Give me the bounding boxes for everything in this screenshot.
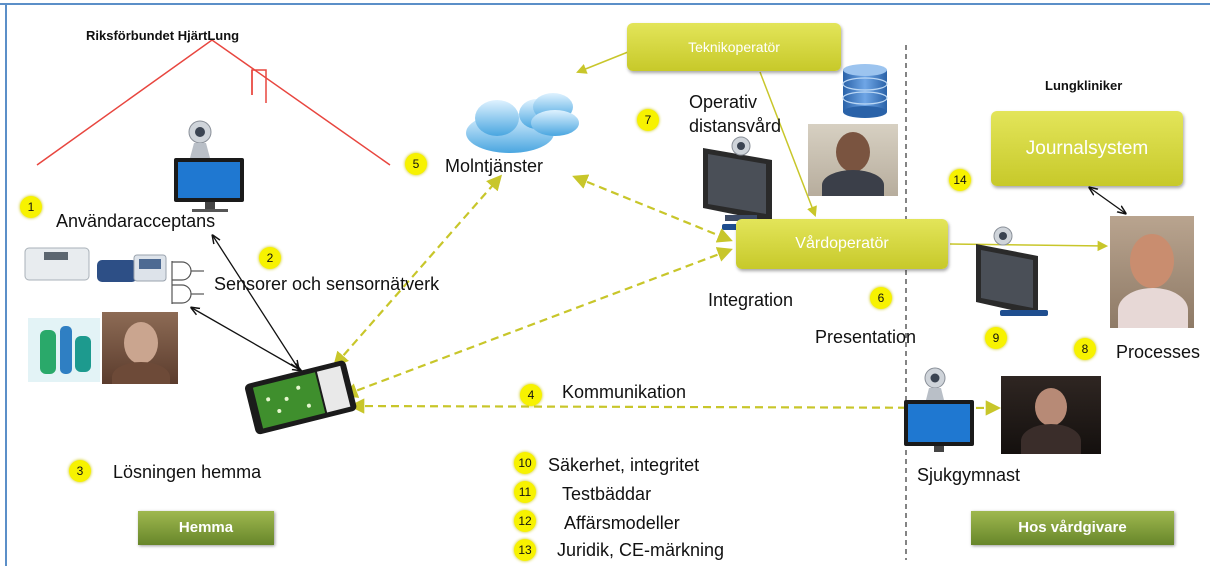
arrow-tekniko-vardo [759, 71, 817, 217]
arrow-tablet-patient [192, 308, 300, 370]
sjukgymnast-monitor-icon [904, 367, 974, 452]
patient-photo [102, 312, 178, 384]
badge-4: 4 [520, 384, 542, 406]
operativ-label: Operativ [689, 92, 758, 112]
clinic-computer-icon [976, 226, 1048, 316]
dashed-arrows [332, 174, 1002, 416]
monitor-icon [174, 158, 244, 212]
doctor-photo [1110, 216, 1194, 328]
badge-11: 11 [514, 481, 536, 503]
frame-left-border [5, 3, 7, 566]
affarsmodeller-label: Affärsmodeller [564, 513, 680, 533]
arrow-tablet-vardoperator [342, 247, 733, 398]
badge-10: 10 [514, 452, 536, 474]
kommunikation-label: Kommunikation [562, 382, 687, 402]
hemma-button: Hemma [138, 511, 274, 545]
sakerhet-label: Säkerhet, integritet [548, 455, 700, 475]
database-icon [842, 64, 888, 118]
badge-9: 9 [985, 327, 1007, 349]
badge-7: 7 [637, 109, 659, 131]
operativ-computer-icon [703, 136, 772, 230]
journalsystem-box: Journalsystem [991, 111, 1183, 186]
juridik-label: Juridik, CE-märkning [557, 540, 725, 560]
sensor-icon [171, 261, 204, 304]
black-arrows [192, 188, 1125, 370]
badge-8: 8 [1074, 338, 1096, 360]
molntjanster-label: Molntjänster [445, 156, 544, 176]
sensorer-label: Sensorer och sensornätverk [214, 274, 440, 294]
badge-2: 2 [259, 247, 281, 269]
vardoperator-box: Vårdoperatör [736, 219, 948, 269]
badge-14: 14 [949, 169, 971, 191]
cloud-icon [466, 93, 579, 153]
hos-vardgivare-button: Hos vårdgivare [971, 511, 1174, 545]
sjukgymnast-photo [1001, 376, 1101, 454]
badge-13: 13 [514, 539, 536, 561]
scale-icon [24, 247, 90, 281]
arrow-tekniko-cloud [576, 51, 629, 74]
badge-12: 12 [514, 510, 536, 532]
frame-top-border [0, 3, 1210, 5]
badge-3: 3 [69, 460, 91, 482]
arrow-cloud-vardoperator [572, 174, 733, 243]
sjukgymnast-label: Sjukgymnast [917, 465, 1021, 485]
integration-label: Integration [708, 290, 794, 310]
processes-label: Processes [1116, 342, 1201, 362]
oxygen-equipment-icon [28, 318, 100, 382]
lungkliniker-label: Lungkliniker [1045, 78, 1123, 93]
badge-6: 6 [870, 287, 892, 309]
house-roof-icon [36, 39, 391, 166]
arrow-journal-doctor [1090, 188, 1125, 213]
losningen-label: Lösningen hemma [113, 462, 262, 482]
teknikoperator-box: Teknikoperatör [627, 23, 841, 71]
operator-photo [808, 124, 898, 196]
arrow-tablet-cloud [332, 174, 503, 368]
testbaddar-label: Testbäddar [562, 484, 652, 504]
blood-pressure-monitor-icon [97, 254, 167, 282]
badge-1: 1 [20, 196, 42, 218]
presentation-label: Presentation [815, 327, 917, 347]
arrow-tablet-acceptans [213, 236, 298, 368]
anvandaracceptans-label: Användaracceptans [56, 211, 216, 231]
badge-5: 5 [405, 153, 427, 175]
webcam-icon [188, 120, 212, 158]
arrow-vardo-lung [949, 240, 1109, 252]
distansvard-label: distansvård [689, 116, 782, 136]
arrow-kommunikation [348, 398, 1002, 416]
tablet-icon [244, 360, 357, 435]
riksforbundet-label: Riksförbundet HjärtLung [86, 28, 240, 43]
